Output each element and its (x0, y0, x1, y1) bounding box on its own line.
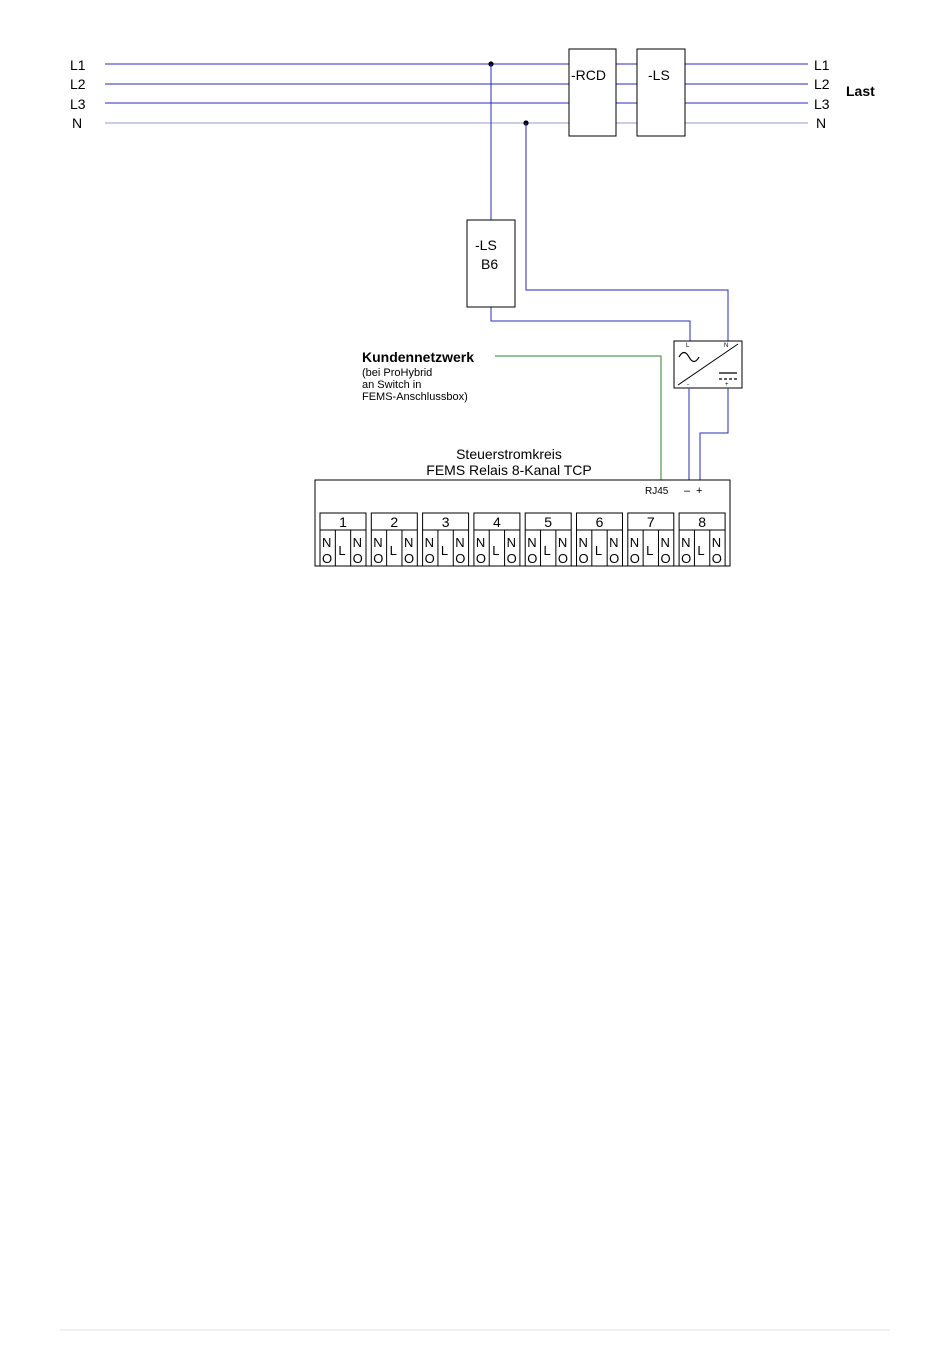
network-note-1: (bei ProHybrid (362, 367, 432, 379)
line-label-left-l2: L2 (70, 76, 86, 92)
bus-lines (105, 64, 808, 123)
line-label-right-l3: L3 (814, 96, 830, 112)
relay-channel-number: 3 (442, 514, 450, 530)
relay-title-2: FEMS Relais 8-Kanal TCP (426, 462, 591, 478)
relay-contact-no-right-n: N (507, 535, 516, 550)
relay-contact-l: L (697, 543, 704, 558)
ls-main-label: -LS (648, 67, 670, 83)
relay-channel-number: 1 (339, 514, 347, 530)
relay-rj45-label: RJ45 (645, 486, 669, 497)
relay-contact-no-right-o: O (507, 551, 517, 566)
relay-contact-no-right-n: N (609, 535, 618, 550)
line-label-right-l1: L1 (814, 57, 830, 73)
power-supply: L N - + (674, 341, 742, 388)
relay-title-1: Steuerstromkreis (456, 446, 562, 462)
relay-contact-no-right-o: O (404, 551, 414, 566)
relay-contact-no-left-o: O (476, 551, 486, 566)
relay-contact-no-right-o: O (558, 551, 568, 566)
relay-channel-number: 7 (647, 514, 655, 530)
relay-contact-no-right-o: O (712, 551, 722, 566)
relay-contact-l: L (390, 543, 397, 558)
relay-plus-label: + (696, 485, 702, 497)
rcd-box (569, 49, 616, 136)
relay-contact-no-right-o: O (455, 551, 465, 566)
relay-minus-label: – (684, 485, 691, 497)
relay-contact-no-right-o: O (609, 551, 619, 566)
relay-contact-l: L (338, 543, 345, 558)
relay-contact-no-left-o: O (630, 551, 640, 566)
network-title: Kundennetzwerk (362, 349, 474, 365)
ls-main-box (637, 49, 685, 136)
line-label-right-l2: L2 (814, 76, 830, 92)
relay-contact-no-left-o: O (373, 551, 383, 566)
relay-contact-l: L (595, 543, 602, 558)
load-label: Last (846, 83, 875, 99)
psu-terminal-minus: - (687, 382, 689, 388)
relay-channel-number: 5 (544, 514, 552, 530)
relay-contact-no-right-o: O (353, 551, 363, 566)
line-label-right-n: N (816, 115, 826, 131)
relay-contact-no-left-n: N (322, 535, 331, 550)
line-label-left-l3: L3 (70, 96, 86, 112)
relay-channel-number: 4 (493, 514, 501, 530)
relay-contact-no-left-n: N (527, 535, 536, 550)
relay-contact-no-right-n: N (660, 535, 669, 550)
ls-b6-label-1: -LS (475, 237, 497, 253)
relay-contact-no-left-n: N (425, 535, 434, 550)
relay-channel-number: 2 (390, 514, 398, 530)
wire-psu-plus (700, 388, 728, 480)
psu-terminal-plus: + (725, 382, 729, 388)
relay-contact-no-right-n: N (558, 535, 567, 550)
relay-contact-no-right-n: N (712, 535, 721, 550)
relay-channel-number: 6 (596, 514, 604, 530)
relay-contact-no-right-n: N (455, 535, 464, 550)
wire-n-to-psu-n (526, 123, 728, 341)
wire-ls-to-psu-l (491, 307, 690, 341)
relay-contact-no-left-o: O (425, 551, 435, 566)
relay-contact-l: L (441, 543, 448, 558)
relay-contact-no-left-o: O (322, 551, 332, 566)
relay-contact-l: L (544, 543, 551, 558)
relay-contact-no-left-n: N (476, 535, 485, 550)
relay-contact-no-left-n: N (579, 535, 588, 550)
relay-contact-no-left-n: N (630, 535, 639, 550)
relay-contact-no-left-o: O (579, 551, 589, 566)
relay-contact-no-right-n: N (353, 535, 362, 550)
relay-channel-number: 8 (698, 514, 706, 530)
relay-contact-no-right-n: N (404, 535, 413, 550)
relay-contact-no-left-n: N (373, 535, 382, 550)
relay-contact-no-right-o: O (660, 551, 670, 566)
relay-contact-no-left-o: O (527, 551, 537, 566)
rcd-label: -RCD (571, 67, 606, 83)
network-note-2: an Switch in (362, 379, 421, 391)
relay-contact-l: L (492, 543, 499, 558)
relay-contact-no-left-n: N (681, 535, 690, 550)
line-label-left-l1: L1 (70, 57, 86, 73)
relay-contact-no-left-o: O (681, 551, 691, 566)
relay-contact-l: L (646, 543, 653, 558)
psu-terminal-n: N (724, 343, 728, 349)
ls-b6-label-2: B6 (481, 256, 498, 272)
network-note-3: FEMS-Anschlussbox) (362, 391, 468, 403)
line-label-left-n: N (72, 115, 82, 131)
